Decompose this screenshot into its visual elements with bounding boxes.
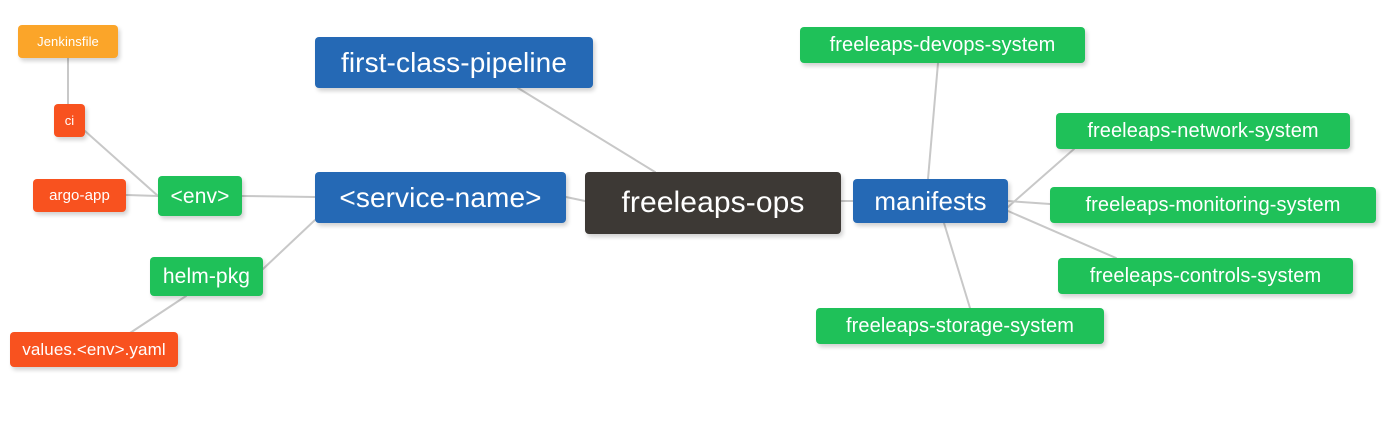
node-label-freeleaps-monitoring-system: freeleaps-monitoring-system (1085, 194, 1341, 216)
edge-helm-pkg-to-values-yaml (129, 295, 187, 334)
node-helm-pkg[interactable]: helm-pkg (150, 257, 263, 296)
node-freeleaps-devops-system[interactable]: freeleaps-devops-system (800, 27, 1085, 63)
node-label-jenkinsfile: Jenkinsfile (37, 34, 99, 49)
node-label-values-yaml: values.<env>.yaml (22, 340, 166, 359)
node-freeleaps-storage-system[interactable]: freeleaps-storage-system (816, 308, 1104, 344)
node-label-env: <env> (170, 184, 230, 208)
node-label-argo-app: argo-app (49, 187, 110, 204)
node-label-freeleaps-ops: freeleaps-ops (621, 186, 805, 219)
node-label-freeleaps-controls-system: freeleaps-controls-system (1089, 265, 1322, 287)
node-label-helm-pkg: helm-pkg (162, 265, 251, 288)
node-label-first-class-pipeline: first-class-pipeline (340, 46, 568, 78)
node-freeleaps-ops[interactable]: freeleaps-ops (585, 172, 841, 234)
node-label-ci: ci (64, 113, 75, 128)
edge-argo-app-to-env (125, 194, 159, 197)
node-ci[interactable]: ci (54, 104, 85, 137)
edge-manifests-to-freeleaps-storage-system (943, 222, 971, 309)
node-values-yaml[interactable]: values.<env>.yaml (10, 332, 178, 367)
edge-service-name-to-helm-pkg (262, 219, 316, 270)
node-first-class-pipeline[interactable]: first-class-pipeline (315, 37, 593, 88)
node-label-freeleaps-devops-system: freeleaps-devops-system (829, 34, 1056, 56)
edge-env-to-service-name (241, 195, 316, 198)
edge-first-class-pipeline-to-freeleaps-ops (517, 87, 656, 173)
node-jenkinsfile[interactable]: Jenkinsfile (18, 25, 118, 58)
node-label-freeleaps-network-system: freeleaps-network-system (1087, 120, 1319, 142)
node-freeleaps-controls-system[interactable]: freeleaps-controls-system (1058, 258, 1353, 294)
edge-service-name-to-freeleaps-ops (565, 196, 586, 202)
node-service-name[interactable]: <service-name> (315, 172, 566, 223)
node-argo-app[interactable]: argo-app (33, 179, 126, 212)
node-env[interactable]: <env> (158, 176, 242, 216)
node-freeleaps-network-system[interactable]: freeleaps-network-system (1056, 113, 1350, 149)
edge-manifests-to-freeleaps-devops-system (927, 62, 939, 180)
node-label-manifests: manifests (874, 186, 987, 216)
node-label-freeleaps-storage-system: freeleaps-storage-system (845, 315, 1075, 337)
node-manifests[interactable]: manifests (853, 179, 1008, 223)
node-label-service-name: <service-name> (339, 181, 542, 213)
node-freeleaps-monitoring-system[interactable]: freeleaps-monitoring-system (1050, 187, 1376, 223)
edge-manifests-to-freeleaps-monitoring-system (1007, 200, 1051, 205)
